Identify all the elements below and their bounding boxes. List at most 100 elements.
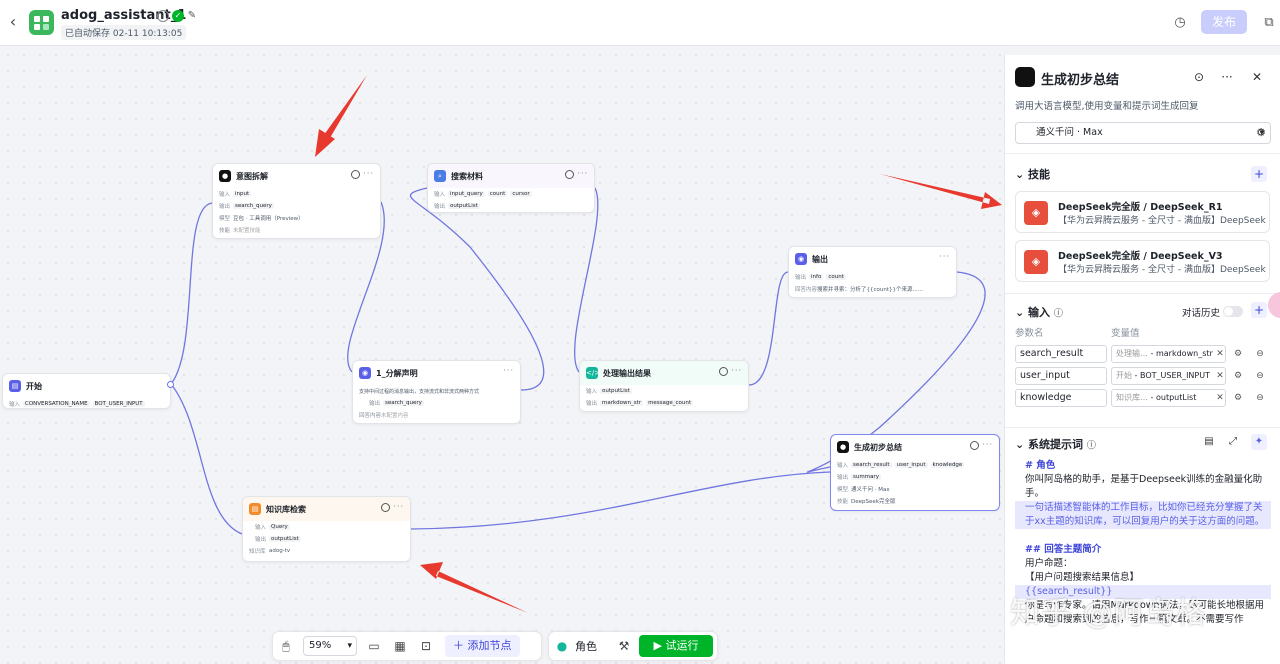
more-icon[interactable]: ··· bbox=[393, 502, 404, 511]
more-icon[interactable]: ··· bbox=[363, 169, 374, 178]
remove-icon[interactable]: ⊖ bbox=[1256, 393, 1264, 403]
remove-icon[interactable]: ⊖ bbox=[1256, 349, 1264, 359]
knowledge-icon: ▤ bbox=[249, 503, 261, 515]
history-label: 对话历史 bbox=[1182, 308, 1221, 319]
remove-icon[interactable]: ⊖ bbox=[1256, 371, 1264, 381]
chevron-down-icon: ▾ bbox=[347, 641, 352, 651]
col-value: 变量值 bbox=[1111, 328, 1140, 339]
close-icon[interactable]: ✕ bbox=[1251, 70, 1263, 84]
clear-icon[interactable]: ✕ bbox=[1216, 393, 1224, 403]
more-icon[interactable]: ··· bbox=[939, 252, 950, 261]
deepseek-icon: ◈ bbox=[1024, 250, 1048, 274]
run-toolbar: ● 角色 ⚒ ▶ 试运行 bbox=[548, 631, 718, 661]
pointer-mode-icon[interactable]: 🖱 bbox=[282, 639, 290, 653]
history-icon[interactable]: ◷ bbox=[1174, 15, 1186, 30]
info-icon[interactable]: ⓘ bbox=[1086, 441, 1096, 451]
duplicate-icon[interactable]: ⧉ bbox=[1264, 15, 1274, 30]
input-name-field[interactable]: user_input bbox=[1015, 367, 1107, 385]
llm-icon bbox=[1015, 67, 1035, 87]
panel-description: 调用大语言模型,使用变量和提示词生成回复 bbox=[1015, 101, 1199, 112]
node-title: 知识库检索 bbox=[266, 504, 306, 514]
more-icon[interactable]: ··· bbox=[982, 440, 993, 449]
add-node-button[interactable]: ＋ 添加节点 bbox=[445, 635, 520, 657]
more-icon[interactable]: ··· bbox=[1221, 70, 1233, 84]
clear-icon[interactable]: ✕ bbox=[1216, 371, 1224, 381]
input-name-field[interactable]: search_result bbox=[1015, 345, 1107, 363]
expand-icon[interactable]: ⤢ bbox=[1229, 436, 1237, 447]
run-node-icon[interactable] bbox=[381, 503, 390, 512]
info-icon[interactable]: ⓘ bbox=[1053, 309, 1063, 319]
verified-icon: ✓ bbox=[172, 10, 184, 22]
run-node-icon[interactable] bbox=[719, 367, 728, 376]
prompt-section bbox=[1005, 427, 1280, 664]
clear-icon[interactable]: ✕ bbox=[1216, 349, 1224, 359]
input-value-field[interactable]: 开始 - BOT_USER_INPUT bbox=[1111, 367, 1226, 385]
run-node-icon[interactable] bbox=[565, 170, 574, 179]
comment-icon[interactable]: ▭ bbox=[368, 639, 380, 653]
node-title: 生成初步总结 bbox=[854, 442, 902, 452]
side-handle[interactable] bbox=[1268, 292, 1280, 318]
run-node-icon[interactable] bbox=[970, 441, 979, 450]
node-title: 开始 bbox=[26, 381, 42, 391]
add-input-button[interactable]: + bbox=[1251, 302, 1267, 318]
run-icon[interactable]: ⊙ bbox=[1193, 70, 1205, 84]
col-name: 参数名 bbox=[1015, 328, 1044, 339]
publish-button[interactable]: 发布 bbox=[1201, 10, 1247, 34]
history-toggle[interactable] bbox=[1223, 306, 1243, 317]
role-icon: ● bbox=[556, 639, 568, 653]
skills-title: ⌄ 技能 bbox=[1015, 168, 1051, 181]
library-icon[interactable]: ▤ bbox=[1204, 436, 1214, 447]
node-title: 搜索材料 bbox=[451, 171, 483, 181]
top-bar: ‹ adog_assistant_1 i ✓ ✎ 已自动保存 02-11 10:… bbox=[0, 0, 1280, 46]
system-prompt-editor[interactable]: # 角色 你叫阿岛格的助手，是基于Deepseek训练的金融量化助手。 一句话描… bbox=[1015, 459, 1271, 664]
code-icon: </> bbox=[586, 367, 601, 379]
node-title: 1_分解声明 bbox=[376, 368, 418, 378]
input-value-field[interactable]: 知识库… - outputList bbox=[1111, 389, 1226, 407]
model-select[interactable]: 通义千问 · Max▾ bbox=[1015, 122, 1271, 144]
skill-card[interactable]: ◈ DeepSeek完全版 / DeepSeek_R1 【华为云昇腾云服务 - … bbox=[1015, 191, 1270, 233]
debug-icon[interactable]: ⚒ bbox=[618, 639, 630, 653]
input-title: ⌄ 输入 ⓘ bbox=[1015, 306, 1063, 319]
role-button[interactable]: 角色 bbox=[575, 640, 597, 653]
back-icon[interactable]: ‹ bbox=[9, 12, 17, 31]
more-icon[interactable]: ··· bbox=[503, 366, 514, 375]
more-icon[interactable]: ··· bbox=[731, 366, 742, 375]
settings-icon[interactable]: ⚙ bbox=[1233, 349, 1243, 359]
skill-card[interactable]: ◈ DeepSeek完全版 / DeepSeek_V3 【华为云昇腾云服务 - … bbox=[1015, 240, 1270, 282]
model-settings-icon[interactable]: ⚙ bbox=[1256, 126, 1266, 139]
minimap-icon[interactable]: ⊡ bbox=[420, 639, 432, 653]
more-icon[interactable]: ··· bbox=[577, 169, 588, 178]
settings-icon[interactable]: ⚙ bbox=[1233, 371, 1243, 381]
add-skill-button[interactable]: + bbox=[1251, 166, 1267, 182]
connection-lines bbox=[170, 187, 986, 535]
edit-icon[interactable]: ✎ bbox=[187, 10, 197, 21]
settings-icon[interactable]: ⚙ bbox=[1233, 393, 1243, 403]
run-node-icon[interactable] bbox=[351, 170, 360, 179]
annotation-arrows bbox=[315, 75, 1002, 613]
plugin-icon: ⌕ bbox=[434, 170, 446, 182]
layout-icon[interactable]: ▦ bbox=[394, 639, 406, 653]
port-start-out[interactable] bbox=[167, 381, 174, 388]
watermark: 知乎 @阿岛格 bbox=[1010, 596, 1207, 631]
chevron-down-icon: ▾ bbox=[1259, 128, 1264, 138]
input-section bbox=[1005, 293, 1280, 428]
message-icon: ◉ bbox=[359, 367, 371, 379]
test-run-button[interactable]: ▶ 试运行 bbox=[639, 635, 713, 657]
ai-optimize-icon[interactable]: ✦ bbox=[1251, 434, 1267, 450]
input-name-field[interactable]: knowledge bbox=[1015, 389, 1107, 407]
panel-title: 生成初步总结 bbox=[1041, 73, 1120, 88]
input-value-field[interactable]: 处理输… - markdown_str bbox=[1111, 345, 1226, 363]
zoom-select[interactable]: 59%▾ bbox=[303, 636, 357, 656]
output-icon: ◉ bbox=[795, 253, 807, 265]
node-config-panel: 生成初步总结 ⊙ ··· ✕ 调用大语言模型,使用变量和提示词生成回复 通义千问… bbox=[1004, 55, 1280, 664]
info-icon[interactable]: i bbox=[157, 10, 169, 22]
